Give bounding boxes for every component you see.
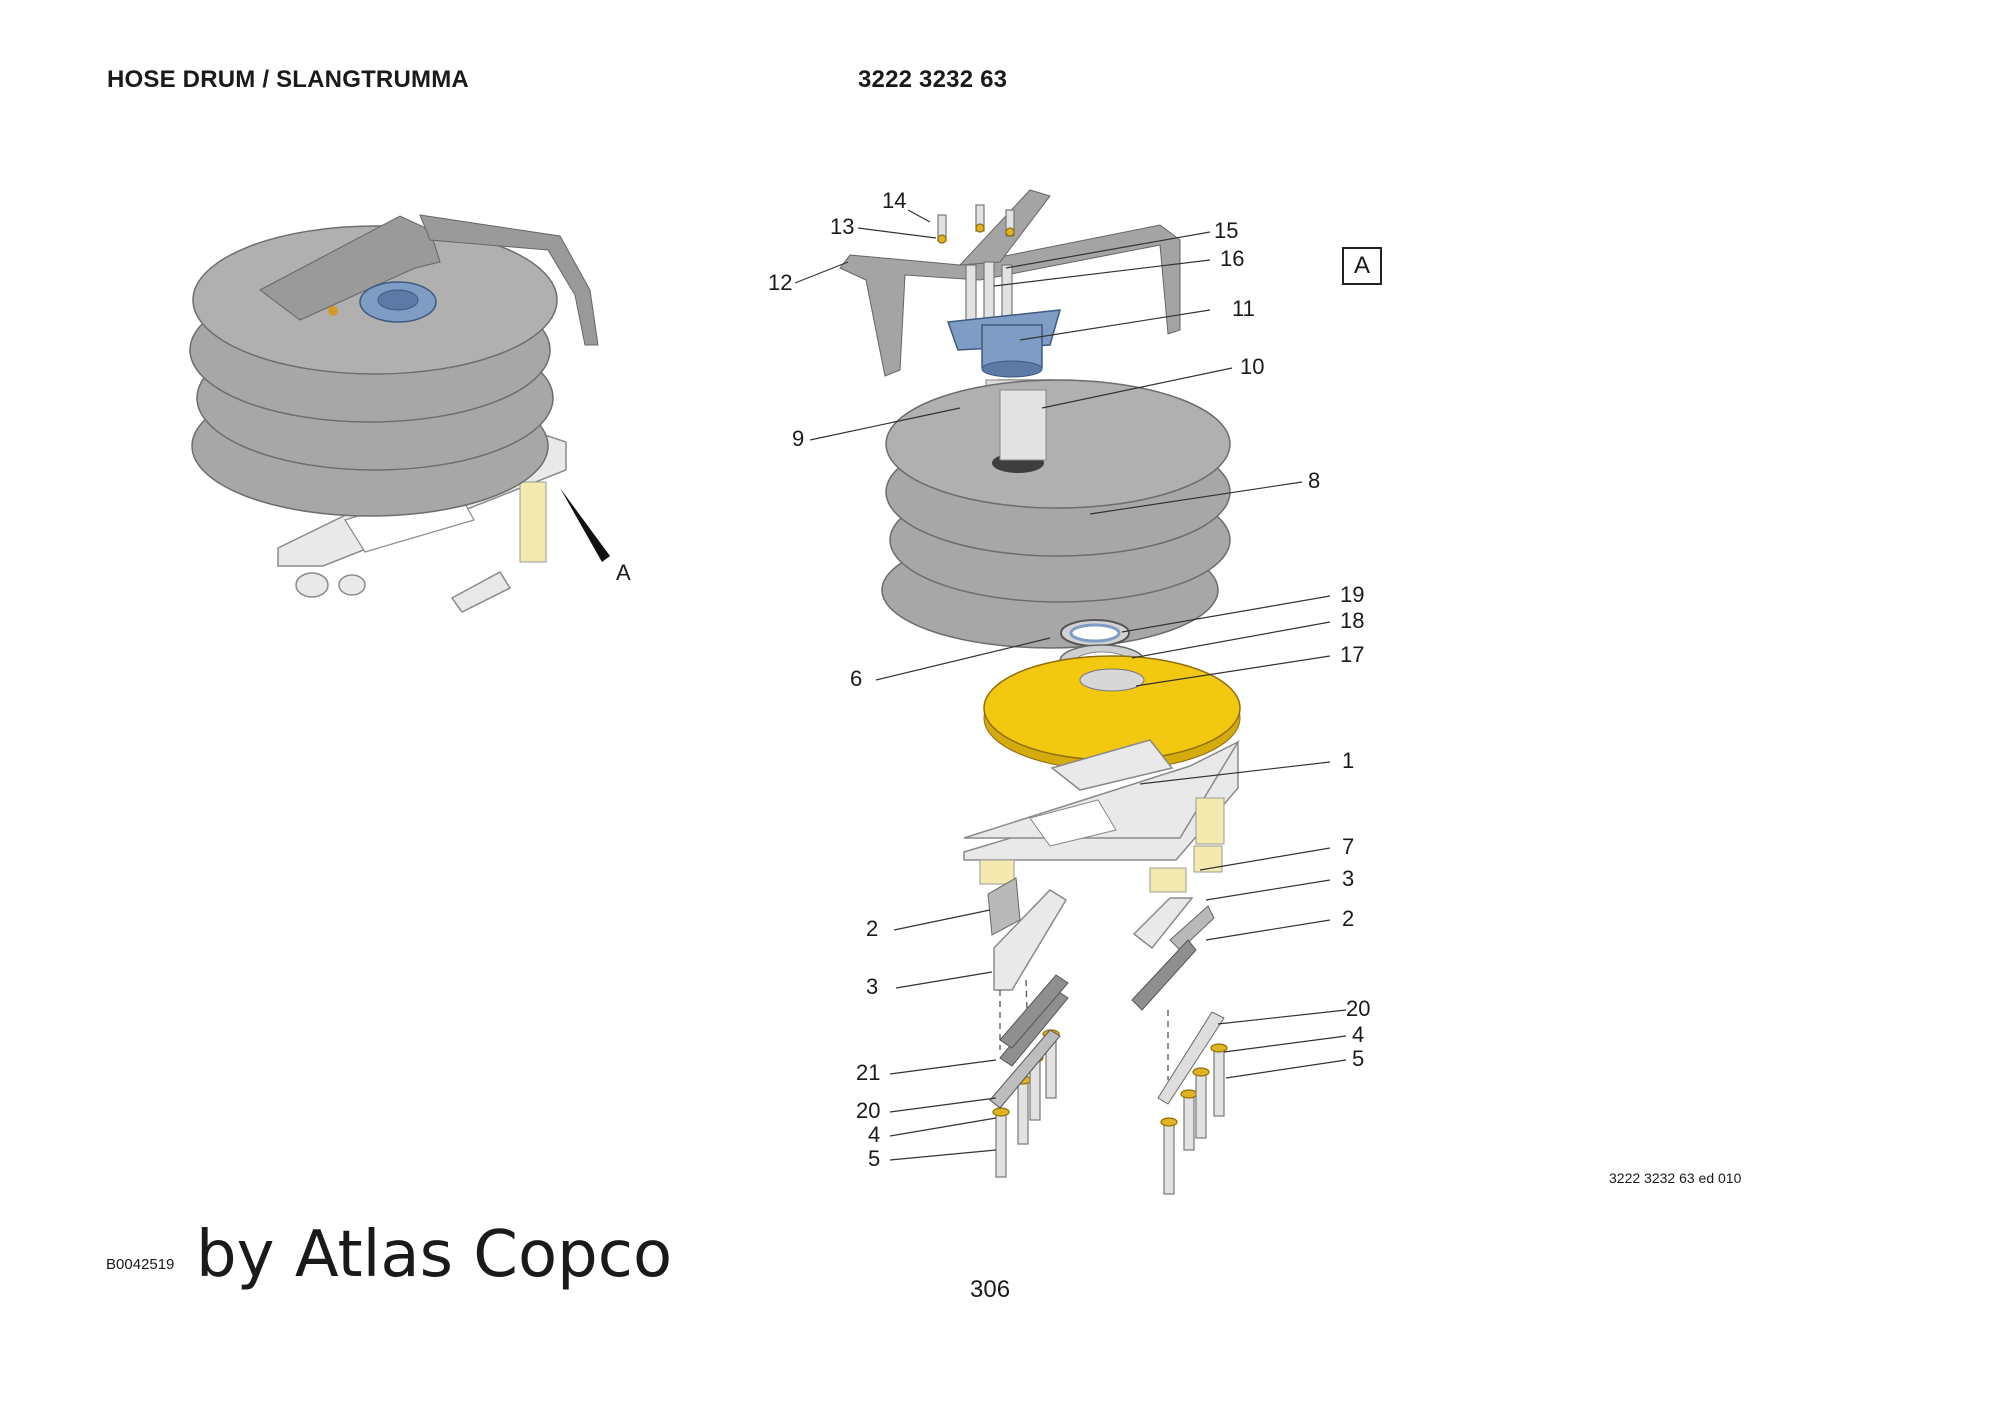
bolts-right [1157, 1011, 1228, 1195]
callout-7: 7 [1342, 834, 1354, 859]
exploded-hose-drum [839, 189, 1241, 1195]
yellow-disc [983, 655, 1241, 771]
callout-14: 14 [882, 188, 906, 213]
drum-discs-assembled [189, 225, 558, 517]
bracket-assembled [259, 214, 599, 346]
assembled-hose-drum: A [189, 214, 631, 613]
callout-3-right: 3 [1342, 866, 1354, 891]
callout-21: 21 [856, 1060, 880, 1085]
callout-15: 15 [1214, 218, 1238, 243]
view-arrow: A [560, 488, 631, 585]
bracket-bolts [937, 204, 1015, 244]
callout-1: 1 [1342, 748, 1354, 773]
callout-5-right: 5 [1352, 1046, 1364, 1071]
bolts-left [989, 1029, 1061, 1178]
base-plate-exploded [963, 739, 1240, 893]
callout-20-right: 20 [1346, 996, 1370, 1021]
callout-11: 11 [1232, 296, 1255, 321]
callout-12: 12 [768, 270, 792, 295]
callout-4-right: 4 [1352, 1022, 1364, 1047]
callout-13: 13 [830, 214, 854, 239]
part-number: 3222 3232 63 [858, 66, 1008, 93]
callout-2-left: 2 [866, 916, 878, 941]
rails-right [1131, 897, 1215, 1080]
swivel-assembled [328, 281, 437, 323]
callout-6: 6 [850, 666, 862, 691]
callout-9: 9 [792, 426, 804, 451]
callout-20-left: 20 [856, 1098, 880, 1123]
callout-16: 16 [1220, 246, 1244, 271]
callout-19: 19 [1340, 582, 1364, 607]
swivel-exploded [946, 261, 1062, 378]
callout-3-left: 3 [866, 974, 878, 999]
page-number: 306 [970, 1276, 1011, 1303]
callout-18: 18 [1340, 608, 1364, 633]
drawing-reference-code: 3222 3232 63 ed 010 [1609, 1170, 1742, 1186]
leader-lines [794, 209, 1347, 1161]
page-title: HOSE DRUM / SLANGTRUMMA [107, 66, 469, 93]
rails-left [987, 877, 1069, 1067]
view-arrow-label: A [616, 560, 631, 585]
drum-discs-exploded [881, 379, 1231, 649]
callout-5-left: 5 [868, 1146, 880, 1171]
view-label-box: A [1342, 247, 1382, 285]
brand-text: by Atlas Copco [196, 1218, 673, 1292]
document-code: B0042519 [106, 1256, 175, 1273]
callout-4-left: 4 [868, 1122, 880, 1147]
callout-2-right: 2 [1342, 906, 1354, 931]
callout-10: 10 [1240, 354, 1264, 379]
callout-labels: 14 13 12 15 16 11 10 9 8 19 18 17 6 1 7 … [768, 188, 1370, 1171]
callout-17: 17 [1340, 642, 1364, 667]
callout-8: 8 [1308, 468, 1320, 493]
